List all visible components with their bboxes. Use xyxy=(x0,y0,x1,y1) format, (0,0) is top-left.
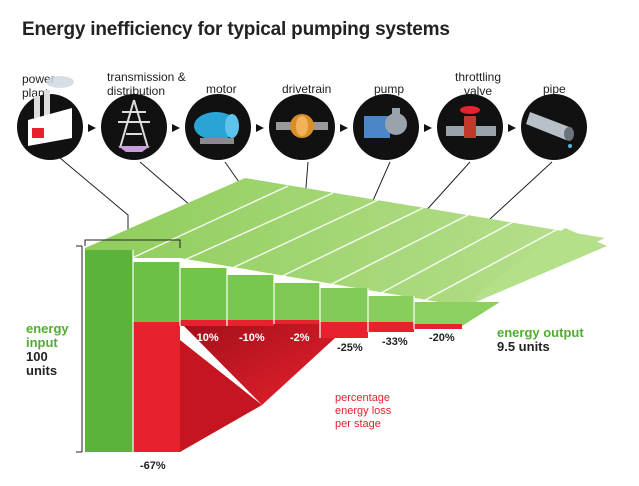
stage7-green xyxy=(414,302,462,324)
stage4-red xyxy=(274,320,320,324)
stage-label-motor: motor xyxy=(206,82,237,96)
stage6-red xyxy=(368,322,414,332)
stage1-red-side xyxy=(180,322,262,452)
loss-label-pump: -25% xyxy=(337,342,363,354)
stage5-green xyxy=(320,288,368,322)
stage3-green xyxy=(227,275,274,320)
motor-icon xyxy=(185,94,251,160)
stage6-green xyxy=(368,296,414,322)
stage1-green xyxy=(133,262,180,322)
stage5-red xyxy=(320,322,368,338)
pipe-icon xyxy=(521,94,587,160)
loss-label-valve: -33% xyxy=(382,336,408,348)
loss-label-transmission: -10% xyxy=(193,332,219,344)
input-bar-green xyxy=(85,250,133,452)
stage4-green xyxy=(274,283,320,320)
output-arrow-tip xyxy=(462,302,500,326)
loss-label-drivetrain: -2% xyxy=(290,332,310,344)
stage-icons xyxy=(17,76,587,160)
stage-label-pipe: pipe xyxy=(543,82,566,96)
loss-floor xyxy=(180,322,335,405)
stage7-red xyxy=(414,324,462,329)
drivetrain-icon xyxy=(269,94,335,160)
stage3-red xyxy=(227,320,274,326)
loss-note: percentage energy loss per stage xyxy=(335,392,392,430)
stage-label-transmission-distribution: transmission &distribution xyxy=(107,70,186,98)
throttling-valve-icon xyxy=(437,94,503,160)
flow-arrow-head xyxy=(462,228,607,308)
stage2-red xyxy=(180,320,227,326)
input-bracket xyxy=(76,239,181,453)
stage-label-drivetrain: drivetrain xyxy=(282,82,332,96)
loss-label-motor: -10% xyxy=(239,332,265,344)
stage1-red xyxy=(133,322,180,452)
pump-icon xyxy=(353,94,419,160)
stage-arrows xyxy=(88,124,516,132)
power-plant-icon xyxy=(17,76,83,160)
diagram-title: Energy inefficiency for typical pumping … xyxy=(22,19,450,40)
stage-label-pump: pump xyxy=(374,82,405,96)
transmission-tower-icon xyxy=(101,94,167,160)
surface-dividers xyxy=(131,185,559,307)
stage2-green xyxy=(180,268,227,320)
loss-label-power-plant: -67% xyxy=(140,460,166,472)
front-dividers xyxy=(132,250,415,452)
loss-label-pipe: -20% xyxy=(429,332,455,344)
energy-input-label: energy input 100 units xyxy=(26,321,69,378)
energy-output-label: energy output 9.5 units xyxy=(497,325,584,354)
